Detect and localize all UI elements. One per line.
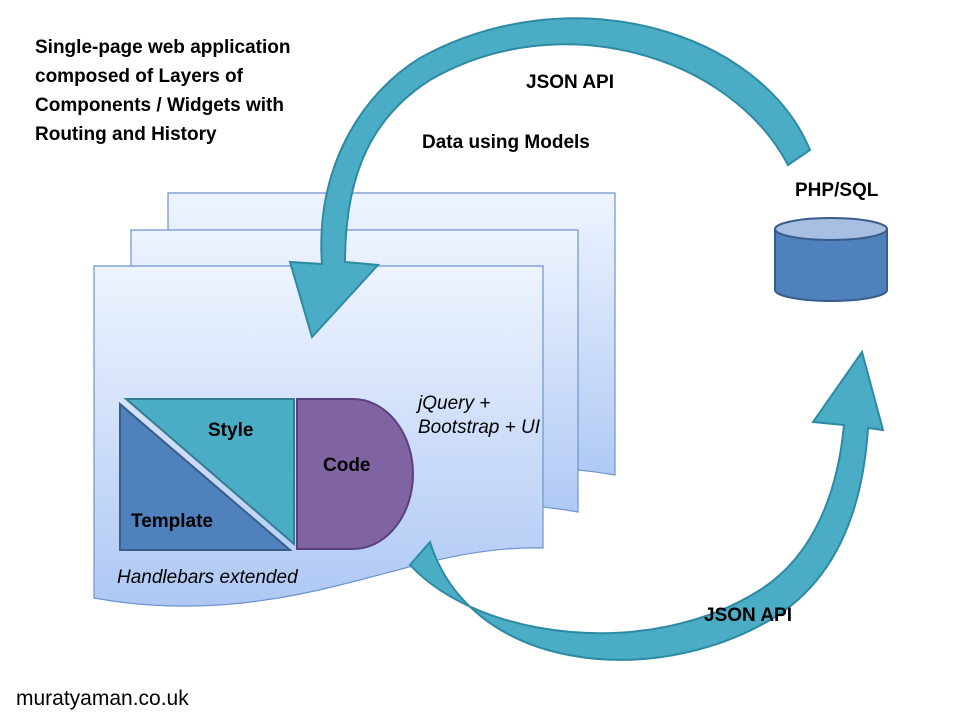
php-sql-label: PHP/SQL: [795, 180, 879, 201]
libraries-label: jQuery + Bootstrap + UI: [418, 393, 540, 438]
handlebars-label: Handlebars extended: [117, 567, 298, 588]
json-api-label-top: JSON API: [526, 72, 614, 93]
site-credit: muratyaman.co.uk: [16, 687, 189, 710]
code-label: Code: [323, 455, 371, 476]
json-api-arrow-top: [288, 17, 812, 339]
json-api-label-bottom: JSON API: [704, 605, 792, 626]
template-label: Template: [131, 511, 214, 532]
data-using-models-label: Data using Models: [422, 132, 590, 153]
diagram-description: Single-page web application composed of …: [35, 37, 291, 145]
template-triangle: [119, 401, 293, 551]
style-label: Style: [208, 420, 254, 441]
code-shape: [296, 398, 414, 550]
style-triangle: [123, 398, 295, 547]
database-icon: [774, 217, 888, 302]
json-api-arrow-bottom: [408, 349, 885, 661]
